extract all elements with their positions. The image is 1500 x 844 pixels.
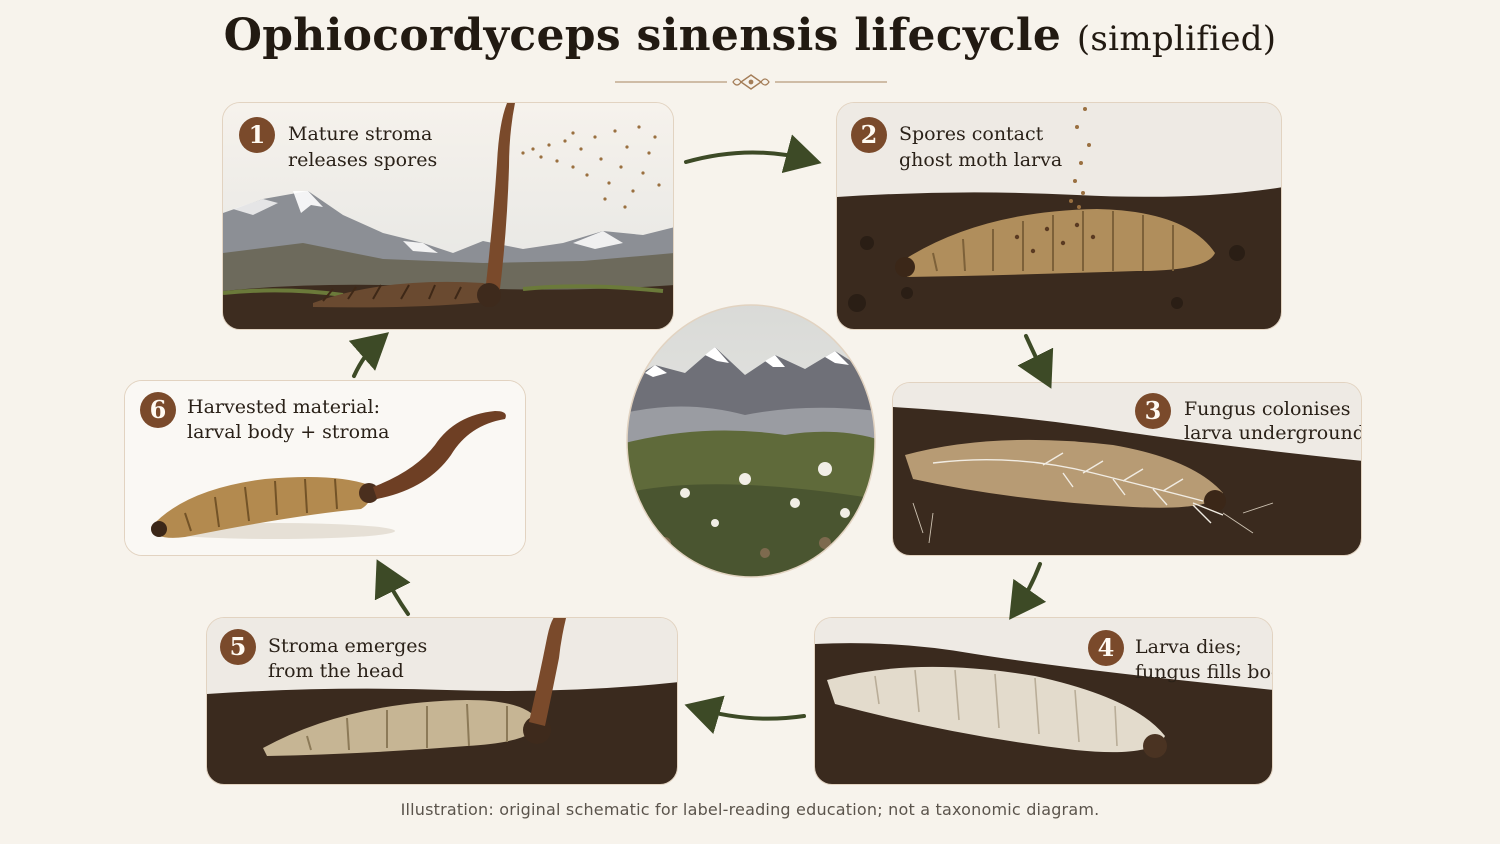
mycelium [932,452,1224,524]
step-5-badge: 5 [220,629,256,665]
step-2-card: 2 Spores contact ghost moth larva [836,102,1282,330]
step-2-illustration [837,103,1281,329]
step-3-card: 3 Fungus colonises larva underground [892,382,1362,556]
step-6-label-line1: Harvested material: [187,396,380,418]
step-2-badge: 2 [851,117,887,153]
step-6-card: 6 Harvested material: larval body + stro… [124,380,526,556]
step-1-card: 1 Mature stroma releases spores [222,102,674,330]
page-title: Ophiocordyceps sinensis lifecycle (simpl… [0,10,1500,61]
step-6-label-line2: larval body + stroma [187,421,390,443]
title-paren: (simplified) [1076,19,1277,59]
arrow-2-to-3 [1017,334,1054,389]
step-5-label-line2: from the head [268,660,404,682]
title-main: Ophiocordyceps sinensis lifecycle [223,10,1062,61]
arrow-3-to-4 [1009,562,1047,620]
step-6-badge: 6 [140,392,176,428]
step-3-label-line2: larva underground [1184,422,1362,444]
spore-cloud [521,125,661,209]
arrow-4-to-5 [684,695,806,734]
step-1-badge: 1 [239,117,275,153]
step-1-illustration [223,103,673,329]
step-3-badge: 3 [1135,393,1171,429]
step-5-card: 5 Stroma emerges from the head [206,617,678,785]
step-4-illustration [815,618,1272,784]
step-4-label-line2: fungus fills body [1135,661,1272,683]
falling-spores [1069,107,1091,209]
step-2-label-line2: ghost moth larva [899,149,1063,171]
step-3-illustration [893,383,1361,555]
step-6-illustration [125,381,525,555]
arrow-6-to-1 [348,332,390,378]
step-4-card: 4 Larva dies; fungus fills body [814,617,1273,785]
step-1-label-line1: Mature stroma [288,123,433,145]
habitat-circle-illustration [626,304,876,578]
step-5-label-line1: Stroma emerges [268,635,428,657]
step-5-illustration [207,618,677,784]
step-1-label-line2: releases spores [288,149,438,171]
arrow-5-to-6 [374,559,411,616]
step-4-badge: 4 [1088,630,1124,666]
arrow-1-to-2 [684,134,822,174]
step-4-label-line1: Larva dies; [1135,636,1242,658]
step-2-label-line1: Spores contact [899,123,1044,145]
ornament-icon [615,74,887,90]
footer-note: Illustration: original schematic for lab… [400,800,1100,819]
step-3-label-line1: Fungus colonises [1184,398,1351,420]
